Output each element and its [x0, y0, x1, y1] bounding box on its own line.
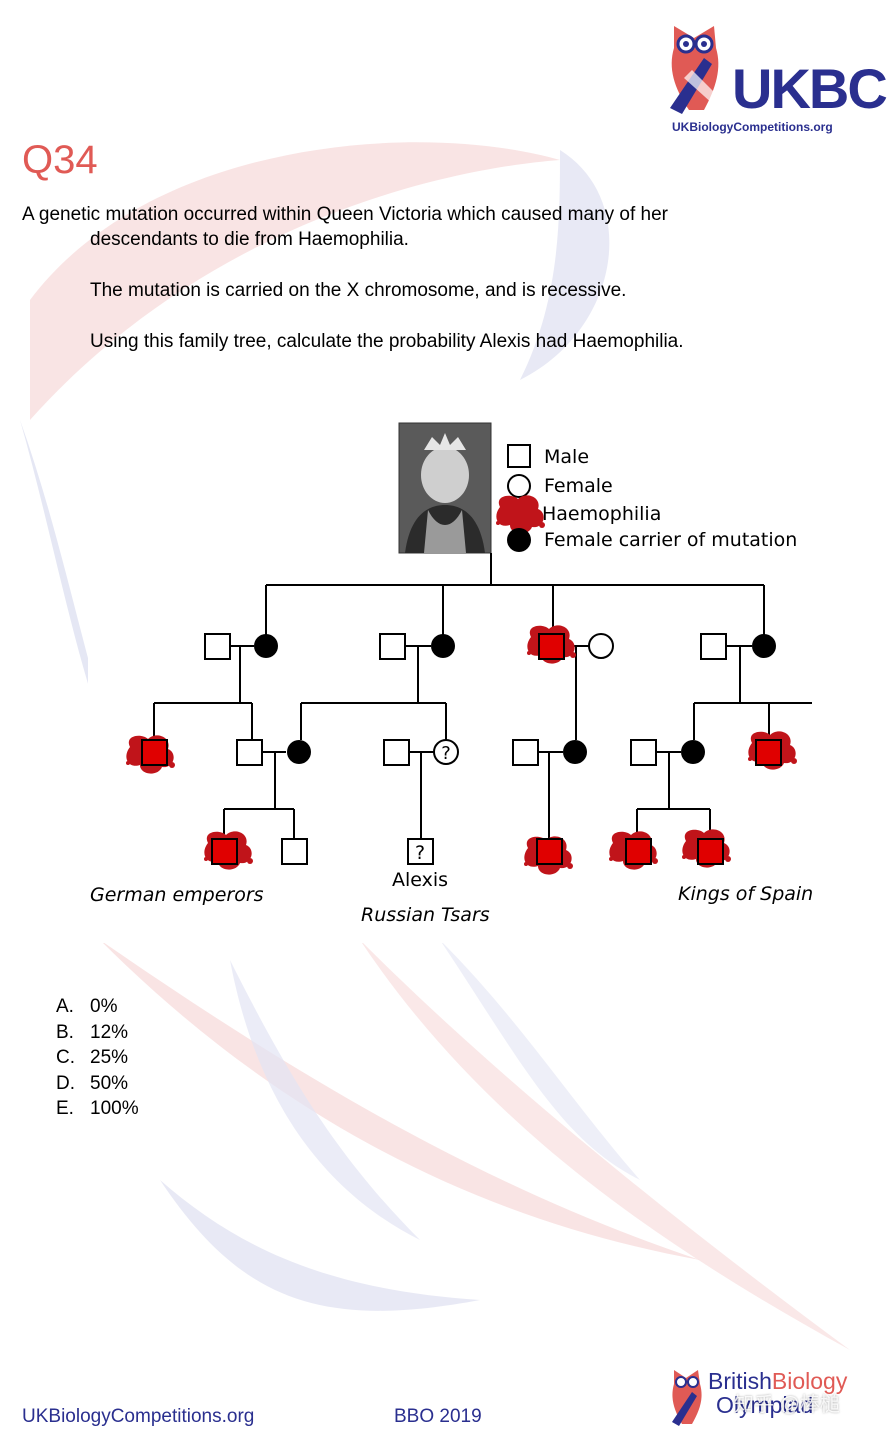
bbo-logo: BritishBiology Olympiad: [668, 1362, 878, 1428]
option-d[interactable]: D. 50%: [56, 1071, 139, 1097]
male-node: [383, 739, 410, 766]
option-letter: A.: [56, 996, 74, 1017]
option-a[interactable]: A. 0%: [56, 994, 139, 1020]
option-e[interactable]: E. 100%: [56, 1096, 139, 1122]
legend-female: Female: [544, 475, 613, 497]
alexis-unknown-mark: ?: [415, 842, 425, 864]
male-node: [512, 739, 539, 766]
unknown-female-node: ?: [433, 739, 459, 765]
generation-2: [204, 625, 776, 664]
owl-logo-icon: [670, 26, 730, 114]
footer-url: UKBiologyCompetitions.org: [22, 1406, 255, 1427]
answer-options: A. 0% B. 12% C. 25% D. 50% E. 100%: [56, 994, 139, 1122]
question-text: A genetic mutation occurred within Queen…: [22, 202, 812, 354]
male-node: [700, 633, 727, 660]
option-letter: D.: [56, 1072, 75, 1094]
option-text: 0%: [90, 996, 118, 1017]
ukbc-wordmark: UKBC: [732, 57, 888, 120]
carrier-female-node: [563, 740, 587, 764]
carrier-female-node: [431, 634, 455, 658]
queen-victoria-portrait: [398, 422, 492, 554]
pedigree-lines: [153, 553, 812, 839]
zhihu-watermark: 知乎 @棒槌: [734, 1394, 840, 1416]
legend-male: Male: [544, 446, 589, 468]
affected-male-node: [527, 625, 576, 664]
logo-url: UKBiologyCompetitions.org: [672, 120, 833, 134]
option-letter: B.: [56, 1021, 74, 1043]
unknown-mark: ?: [441, 743, 451, 764]
question-number: Q34: [22, 138, 98, 182]
affected-male-node: [682, 829, 731, 868]
alexis-label: Alexis: [392, 869, 448, 891]
male-node: [630, 739, 657, 766]
generation-3: ?: [126, 731, 797, 774]
bbo-logo-biology: Biology: [771, 1368, 848, 1394]
pedigree-diagram: Male Female Haemophilia Female carrier o…: [90, 422, 812, 926]
carrier-female-node: [287, 740, 311, 764]
option-c[interactable]: C. 25%: [56, 1045, 139, 1071]
generation-4: ?: [204, 829, 731, 875]
affected-male-node: [524, 836, 573, 875]
option-text: 25%: [90, 1047, 129, 1068]
male-node: [204, 633, 231, 660]
bbo-logo-line-1: BritishBiology: [708, 1368, 847, 1395]
affected-male-node: [204, 831, 253, 870]
kings-of-spain-label: Kings of Spain: [678, 883, 812, 905]
question-line-4: Using this family tree, calculate the pr…: [90, 331, 684, 352]
legend-haemophilia: Haemophilia: [542, 503, 661, 525]
option-text: 100%: [90, 1098, 139, 1119]
male-node: [379, 633, 406, 660]
male-node: [281, 838, 308, 865]
option-text: 50%: [90, 1072, 129, 1094]
footer-competition: BBO 2019: [394, 1406, 482, 1427]
affected-male-node: [126, 735, 175, 774]
carrier-female-node: [254, 634, 278, 658]
carrier-female-node: [681, 740, 705, 764]
legend: Male Female Haemophilia Female carrier o…: [496, 444, 797, 552]
russian-tsars-label: Russian Tsars: [361, 904, 490, 926]
female-node: [588, 633, 614, 659]
question-line-1: A genetic mutation occurred within Queen…: [22, 204, 668, 225]
owl-logo-icon: [672, 1370, 702, 1426]
question-line-2: descendants to die from Haemophilia.: [90, 229, 409, 250]
bbo-logo-british: British: [708, 1368, 772, 1394]
alexis-node: ?: [407, 838, 434, 865]
option-letter: C.: [56, 1047, 75, 1068]
legend-carrier: Female carrier of mutation: [544, 529, 797, 551]
bbo-logo-line-2: Olympiad: [716, 1392, 814, 1418]
question-line-3: The mutation is carried on the X chromos…: [90, 280, 627, 301]
option-text: 12%: [90, 1021, 129, 1043]
affected-male-node: [748, 731, 797, 770]
male-node: [236, 739, 263, 766]
pedigree-figure: Male Female Haemophilia Female carrier o…: [88, 405, 812, 943]
ukbc-logo: UKBC UKBiologyCompetitions.org: [662, 18, 888, 136]
affected-male-node: [609, 831, 658, 870]
german-emperors-label: German emperors: [90, 884, 264, 906]
carrier-female-node: [752, 634, 776, 658]
option-b[interactable]: B. 12%: [56, 1020, 139, 1046]
option-letter: E.: [56, 1098, 74, 1119]
